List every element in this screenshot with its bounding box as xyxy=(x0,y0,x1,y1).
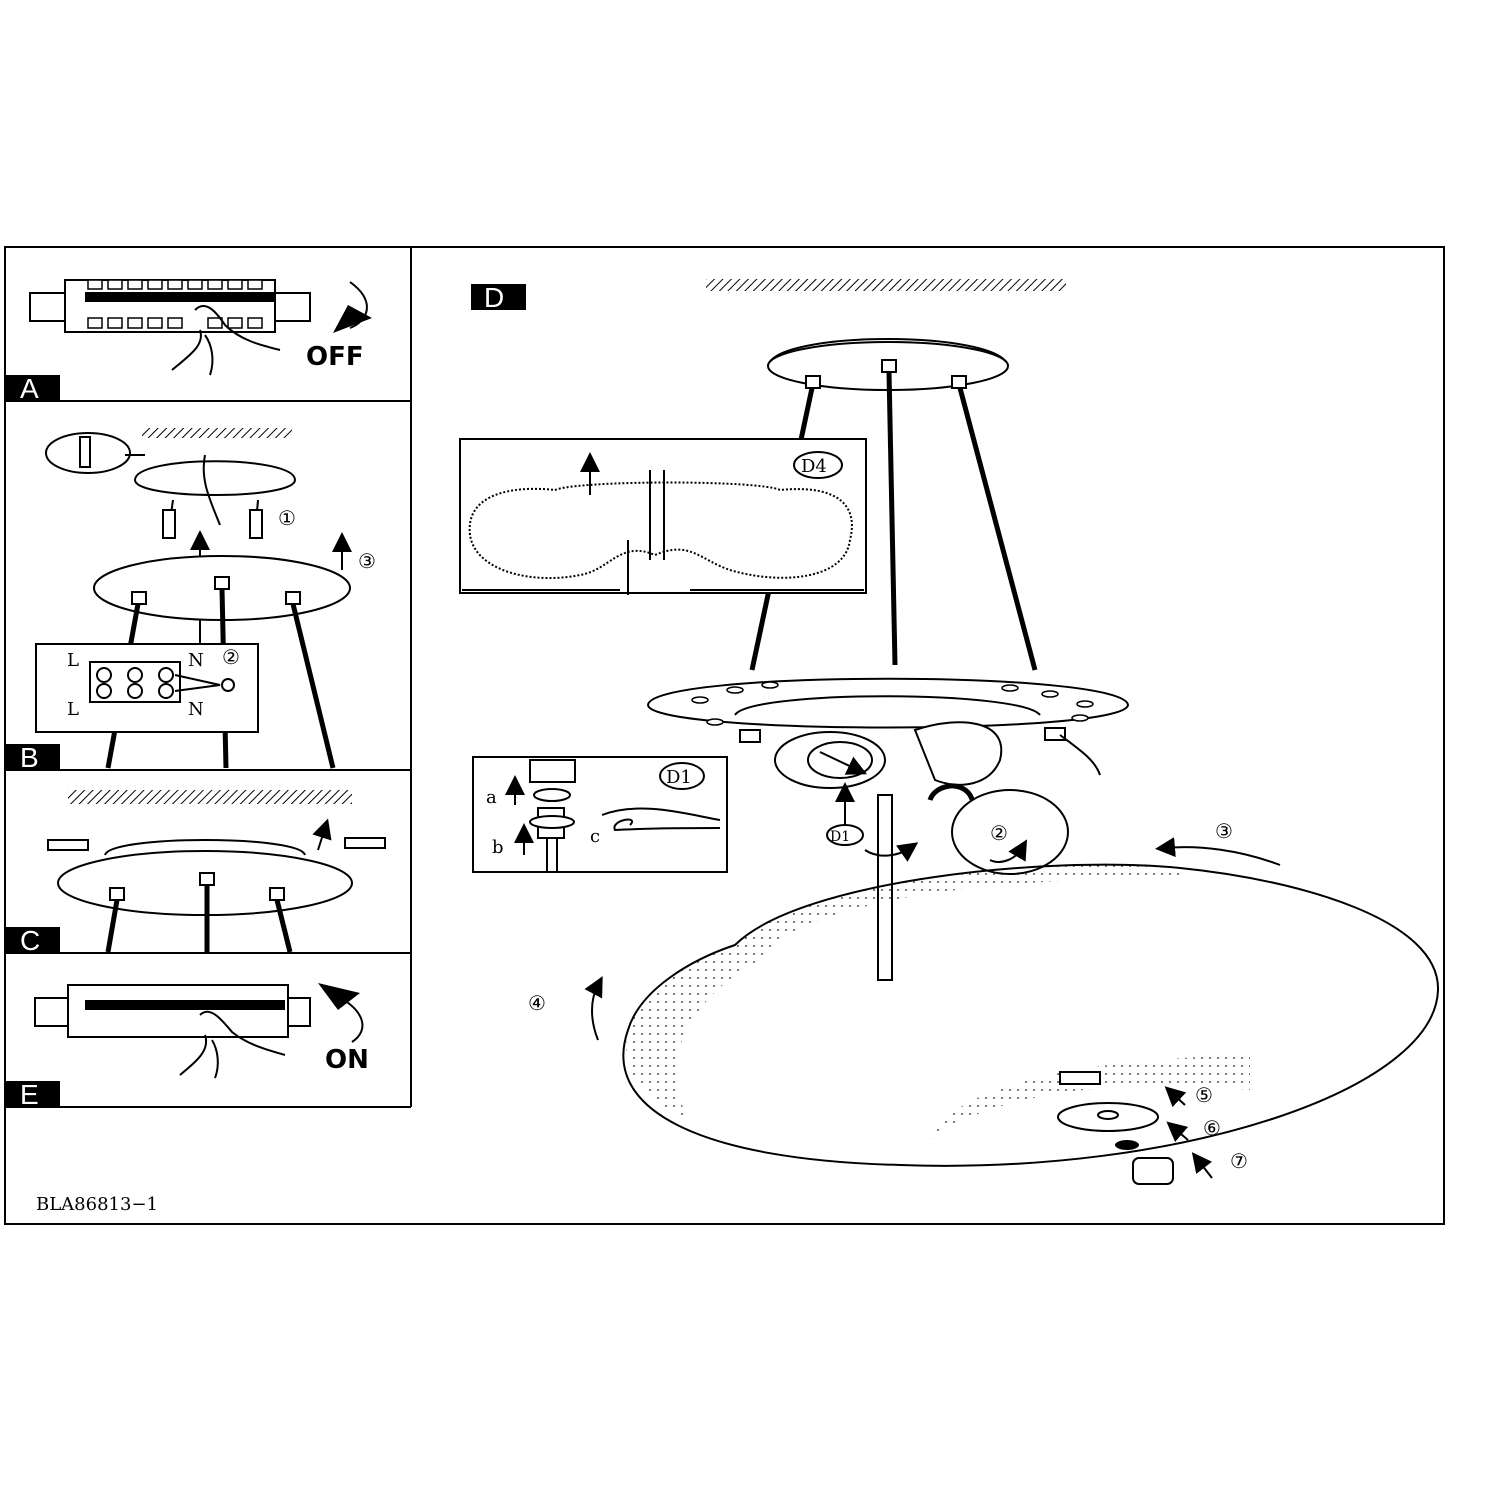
terminal-block xyxy=(89,661,235,703)
finial-nut xyxy=(1132,1157,1174,1185)
ground-icon xyxy=(221,678,235,692)
terminal-l-top: L xyxy=(67,650,79,671)
screw-right-icon xyxy=(344,837,386,849)
step-d-badge xyxy=(471,284,526,310)
circuit-breaker-illustration xyxy=(29,279,311,376)
wall-plug-icon xyxy=(79,436,91,468)
terminal-n-top: N xyxy=(188,650,204,671)
ceiling-canopy xyxy=(133,460,297,496)
step-d-label: D xyxy=(484,282,504,313)
step-e-label: E xyxy=(20,1079,39,1110)
document-code: BLA86813−1 xyxy=(36,1194,158,1215)
step-5-marker: ⑤ xyxy=(1195,1083,1213,1107)
off-label: OFF xyxy=(306,342,364,372)
step-e-badge xyxy=(5,1081,60,1107)
d1-step-c: c xyxy=(590,826,600,847)
circuit-breaker-illustration xyxy=(34,984,311,1079)
suspension-cable xyxy=(886,371,898,666)
step-b-label: B xyxy=(20,742,39,773)
step-2-marker: ② xyxy=(222,645,240,669)
ceiling-hatch xyxy=(142,428,292,438)
outer-frame xyxy=(4,246,1445,1225)
arrow-off-icon xyxy=(349,281,368,329)
wrench-icon xyxy=(601,807,721,832)
panel-a: OFF A xyxy=(5,279,372,404)
glass-shade xyxy=(622,863,1440,1167)
mains-wires xyxy=(202,454,221,526)
screw-right-icon xyxy=(249,509,263,539)
lamp-socket xyxy=(913,721,1003,786)
shade-cross-section xyxy=(468,481,853,579)
detail-d4-label: D4 xyxy=(801,456,827,477)
panel-d: D D4 ② D1 xyxy=(459,279,1440,1185)
callout-d1-label: D1 xyxy=(830,829,850,845)
panel-b: ① ③ L N L N ② B xyxy=(5,428,376,773)
step-6-marker: ⑥ xyxy=(1203,1116,1221,1140)
light-bulb xyxy=(951,789,1069,875)
step-4-marker: ④ xyxy=(528,991,546,1015)
step-3-marker: ③ xyxy=(358,549,376,573)
hand-icon xyxy=(199,1010,286,1056)
screw-left-icon xyxy=(162,509,176,539)
hand-icon xyxy=(194,305,281,351)
panel-e: ON E xyxy=(5,983,369,1110)
step-2-marker: ② xyxy=(990,821,1008,845)
step-a-badge xyxy=(5,375,60,401)
terminal-l-bottom: L xyxy=(67,699,79,720)
ceiling-hatch xyxy=(706,279,1066,291)
suspension-cable xyxy=(957,387,1038,671)
d1-step-a: a xyxy=(486,787,497,808)
ceiling-hatch xyxy=(68,790,352,804)
detail-d1-label: D1 xyxy=(666,767,692,788)
terminal-n-bottom: N xyxy=(188,699,204,720)
step-1-marker: ① xyxy=(278,506,296,530)
d1-step-b: b xyxy=(492,837,504,858)
on-label: ON xyxy=(325,1045,369,1075)
step-c-badge xyxy=(5,927,60,953)
step-a-label: A xyxy=(20,373,39,404)
step-b-badge xyxy=(5,744,60,770)
step-c-label: C xyxy=(20,925,40,956)
step-7-marker: ⑦ xyxy=(1230,1149,1248,1173)
terminal-block-detail xyxy=(35,643,259,733)
screw-left-icon xyxy=(47,839,89,851)
step-3-marker: ③ xyxy=(1215,819,1233,843)
panel-c: C xyxy=(5,790,386,956)
